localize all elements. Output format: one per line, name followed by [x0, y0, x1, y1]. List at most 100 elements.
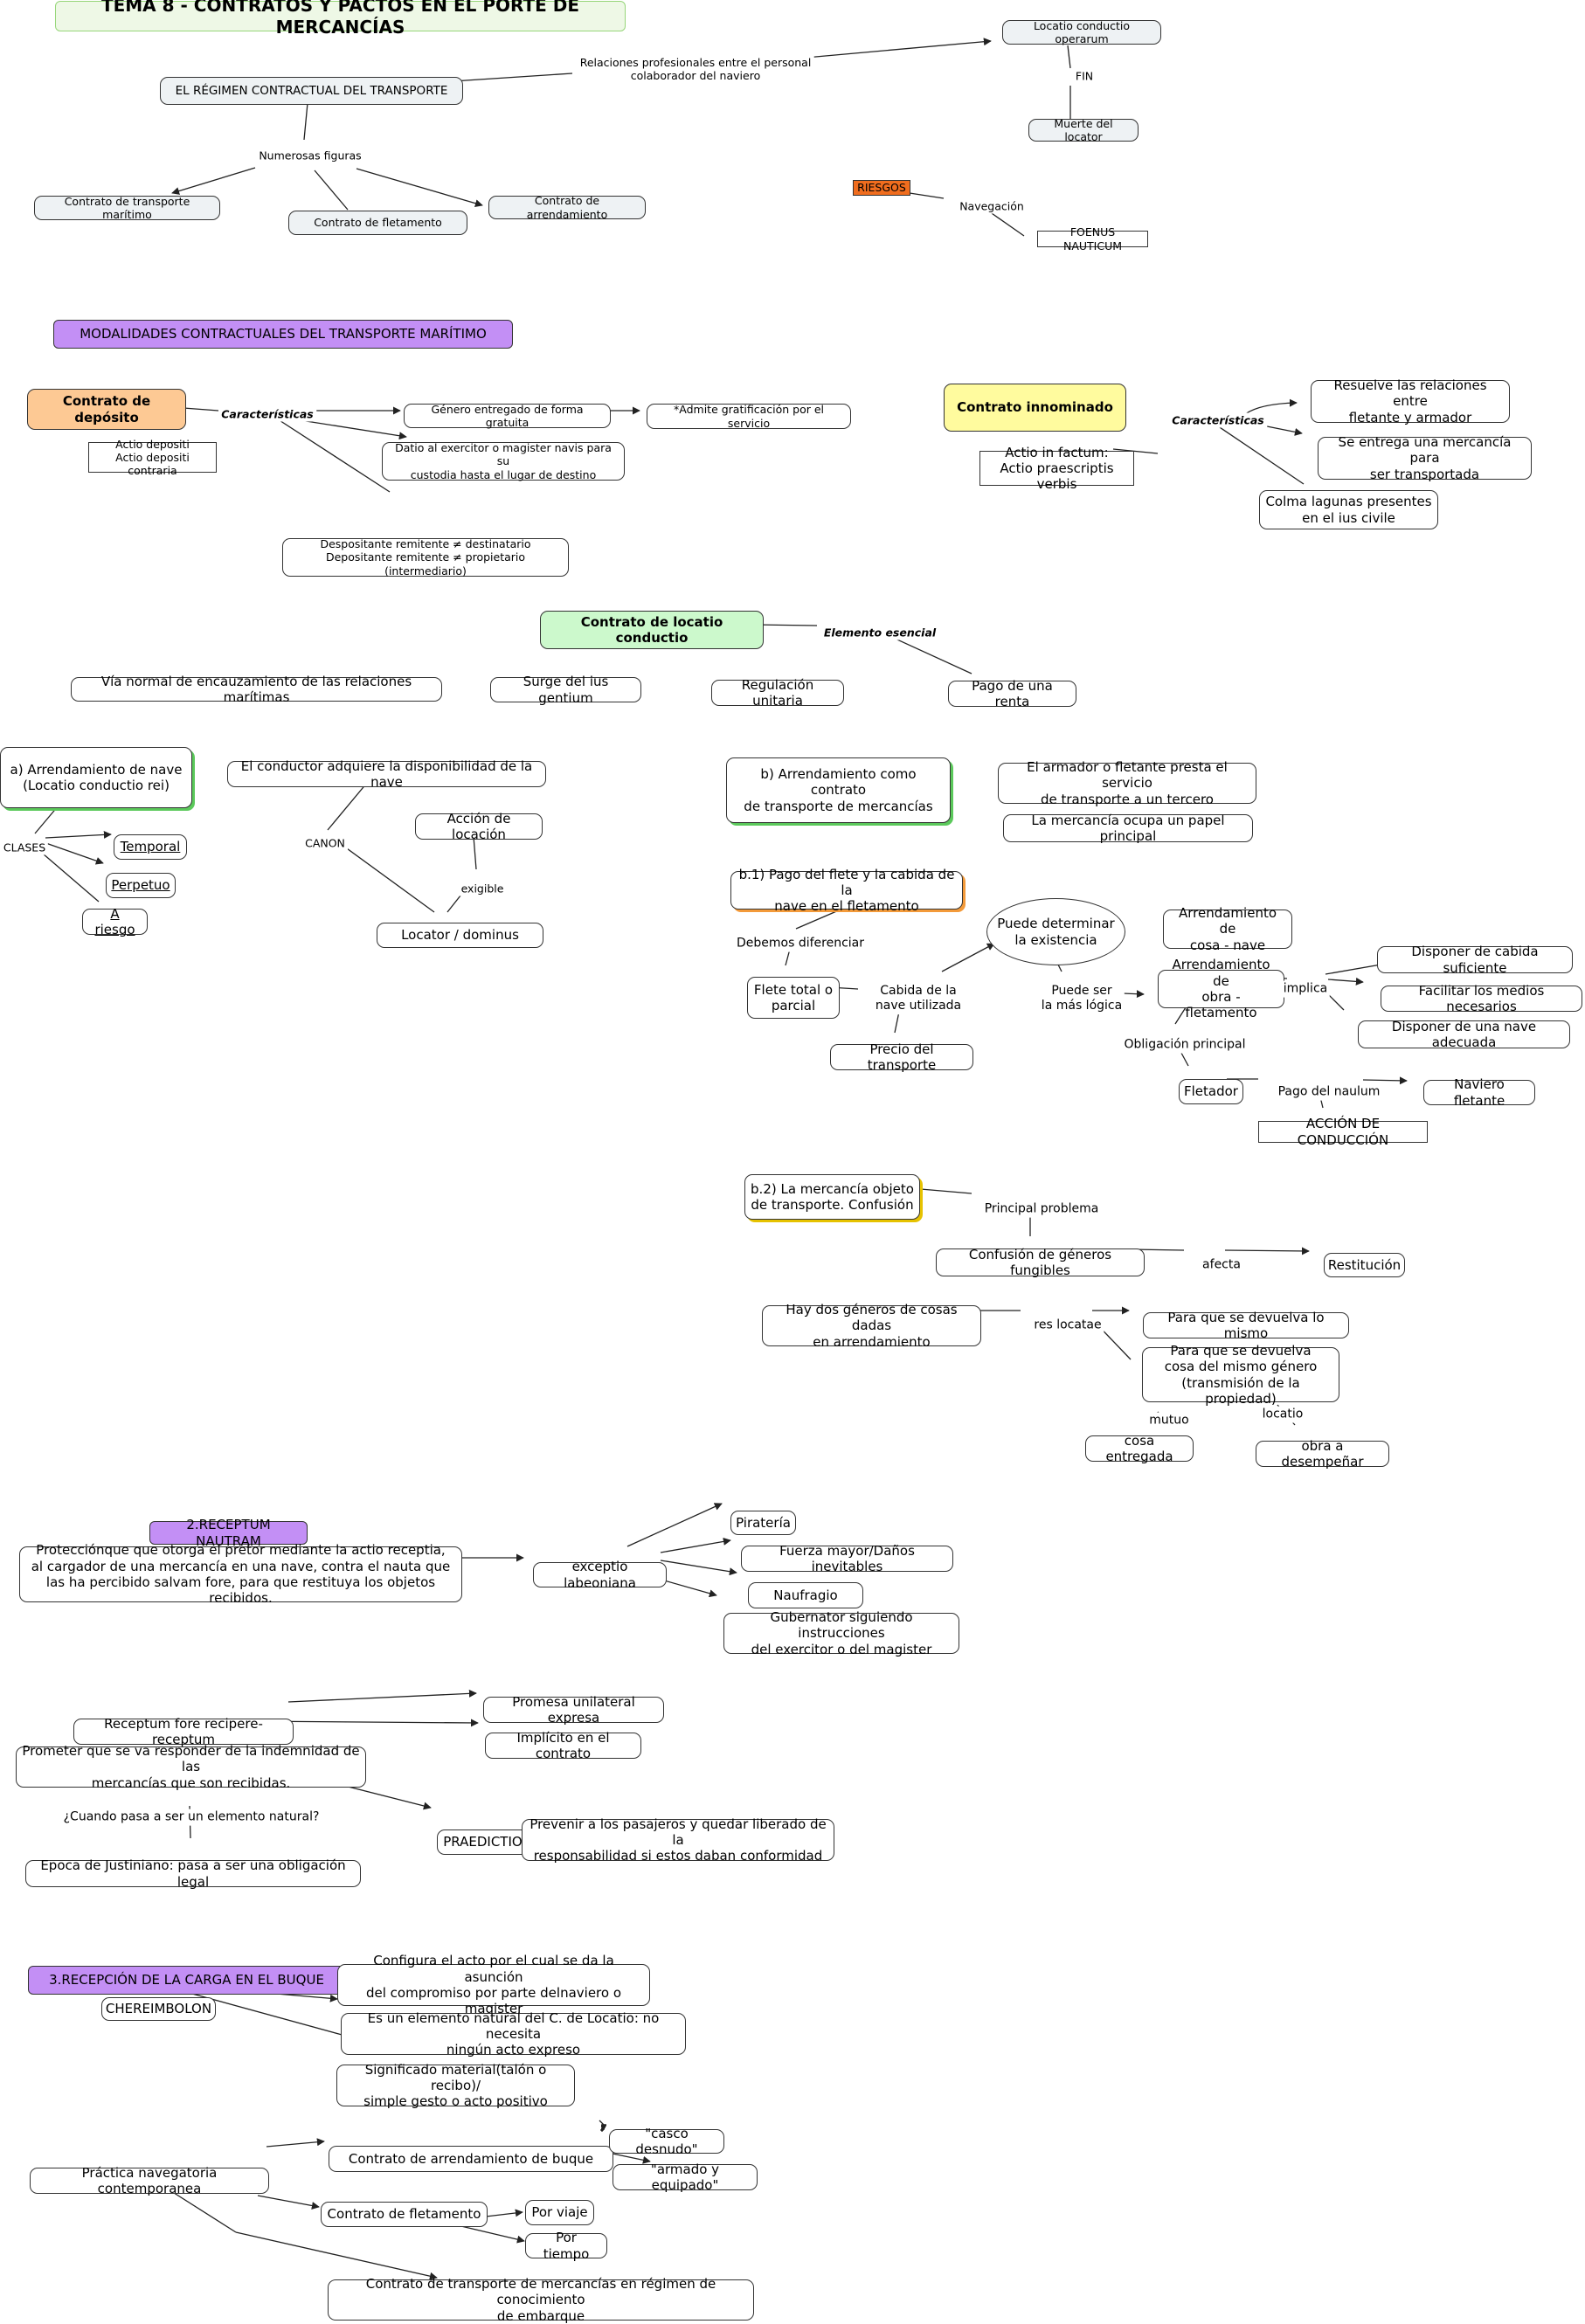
concept-configura[interactable]: Configura el acto por el cual se da la a…	[337, 1953, 650, 2016]
concept-disponer-cabida[interactable]: Disponer de cabida suficiente	[1377, 944, 1573, 976]
concept-arrendamiento-transporte[interactable]: b) Arrendamiento como contrato de transp…	[726, 757, 951, 823]
edge	[1327, 977, 1364, 986]
concept-por-viaje[interactable]: Por viaje	[525, 2200, 594, 2225]
edge-label-cabida-nave: Cabida de la nave utilizada	[872, 983, 965, 1014]
concept-por-tiempo[interactable]: Por tiempo	[525, 2230, 607, 2262]
concept-fletador[interactable]: Fletador	[1179, 1079, 1243, 1104]
concept-contrato-deposito[interactable]: Contrato de depósito	[27, 389, 186, 430]
concept-b1-pago-flete[interactable]: b.1) Pago del flete y la cabida de la na…	[730, 867, 963, 914]
edge-label-locatio: locatio	[1259, 1406, 1306, 1423]
concept-precio-transporte[interactable]: Precio del transporte	[830, 1041, 973, 1073]
edge	[626, 1503, 723, 1547]
concept-contrato-arrendamiento[interactable]: Contrato de arrendamiento	[488, 194, 646, 221]
concept-armador-presta[interactable]: El armador o fletante presta el servicio…	[998, 759, 1256, 807]
edge	[755, 624, 818, 626]
edge-label-res-locatae: res locatae	[1031, 1317, 1104, 1334]
edge-label-puede-ser: Puede ser la más lógica	[1038, 983, 1125, 1014]
concept-conocimiento-embarque[interactable]: Contrato de transporte de mercancías en …	[328, 2276, 754, 2324]
concept-devuelva-genero[interactable]: Para que se devuelva cosa del mismo géne…	[1142, 1343, 1339, 1407]
concept-foenus-nauticum[interactable]: FOENUS NAUTICUM	[1037, 225, 1148, 252]
concept-contrato-transporte-maritimo[interactable]: Contrato de transporte marítimo	[34, 195, 220, 221]
concept-contrato-fletamento[interactable]: Contrato de fletamento	[288, 211, 467, 235]
concept-despositante[interactable]: Despositante remitente ≠ destinatario De…	[282, 537, 569, 578]
concept-actio-depositi[interactable]: Actio depositi Actio depositi contraria	[88, 438, 217, 477]
concept-accion-locacion[interactable]: Acción de locación	[415, 811, 543, 842]
concept-prevenir[interactable]: Prevenir a los pasajeros y quedar libera…	[522, 1816, 834, 1864]
concept-arrendamiento-buque[interactable]: Contrato de arrendamiento de buque	[329, 2146, 613, 2172]
concept-perpetuo[interactable]: Perpetuo	[106, 873, 176, 898]
concept-naviero-fletante[interactable]: Naviero fletante	[1423, 1076, 1535, 1109]
concept-locator-dominus[interactable]: Locator / dominus	[377, 923, 543, 948]
concept-obra-desempenar[interactable]: obra a desempeñar	[1256, 1438, 1389, 1470]
edge	[612, 2153, 651, 2164]
concept-actio-in-factum[interactable]: Actio in factum: Actio praescriptis verb…	[979, 445, 1134, 492]
concept-b2-mercancia[interactable]: b.2) La mercancía objeto de transporte. …	[744, 1174, 920, 1220]
concept-significado[interactable]: Significado material(talón o recibo)/ si…	[336, 2062, 575, 2109]
edge	[1244, 398, 1298, 415]
concept-arrendamiento-obra[interactable]: Arrendamiento de obra - fletamento	[1158, 957, 1284, 1020]
concept-a-riesgo[interactable]: A riesgo	[82, 906, 148, 937]
edge	[660, 1560, 737, 1576]
concept-contrato-locatio-conductio[interactable]: Contrato de locatio conductio	[540, 611, 764, 649]
edge-label-mutuo: mutuo	[1146, 1412, 1192, 1429]
edge	[287, 1689, 477, 1703]
concept-justiniano[interactable]: Epoca de Justiniano: pasa a ser una obli…	[25, 1857, 361, 1890]
concept-muerte-locator[interactable]: Muerte del locator	[1028, 117, 1139, 143]
edge	[988, 211, 1025, 237]
edge	[910, 1187, 972, 1194]
section-receptum-nautram: 2.RECEPTUM NAUTRAM	[149, 1517, 308, 1549]
concept-riesgos[interactable]: RIESGOS	[853, 180, 910, 196]
concept-receptum-fore[interactable]: Receptum fore recipere-receptum	[73, 1716, 294, 1747]
edge	[303, 102, 308, 141]
concept-genero-gratuita[interactable]: Género entregado de forma gratuita	[404, 403, 611, 429]
concept-arrendamiento-nave[interactable]: a) Arrendamiento de nave (Locatio conduc…	[0, 747, 192, 808]
concept-contrato-innominado[interactable]: Contrato innominado	[944, 384, 1126, 432]
concept-chereimbolon[interactable]: CHEREIMBOLON	[101, 1997, 216, 2021]
concept-flete-total[interactable]: Flete total o parcial	[747, 977, 840, 1019]
concept-practica-navegatoria[interactable]: Práctica navegatoria contemporanea	[30, 2165, 269, 2196]
edge-label-implica: implica	[1280, 980, 1331, 998]
concept-temporal[interactable]: Temporal	[114, 834, 187, 860]
concept-exceptio-labeoniana[interactable]: exceptio labeoniana	[533, 1559, 667, 1591]
concept-implicito-contrato[interactable]: Implícito en el contrato	[485, 1730, 641, 1761]
concept-gubernator[interactable]: Gubernator siguiendo instrucciones del e…	[723, 1609, 959, 1657]
edge-label-caracteristicas-deposito: Características	[218, 406, 316, 422]
concept-praedictio[interactable]: PRAEDICTIO	[437, 1829, 529, 1855]
edge-label-clases: CLASES	[0, 840, 49, 855]
concept-naufragio[interactable]: Naufragio	[748, 1582, 863, 1608]
concept-puede-determinar[interactable]: Puede determinar la existencia	[986, 898, 1125, 965]
concept-elemento-natural[interactable]: Es un elemento natural del C. de Locatio…	[341, 2010, 686, 2058]
concept-arrendamiento-cosa[interactable]: Arrendamiento de cosa - nave	[1163, 905, 1292, 953]
concept-colma-lagunas[interactable]: Colma lagunas presentes en el ius civile	[1259, 490, 1438, 529]
concept-entrega-mercancia[interactable]: Se entrega una mercancía para ser transp…	[1318, 434, 1532, 482]
concept-confusion-generos[interactable]: Confusión de géneros fungibles	[936, 1247, 1145, 1278]
concept-gratificacion[interactable]: *Admite gratificación por el servicio	[647, 403, 851, 430]
concept-surge-ius-gentium[interactable]: Surge del ius gentium	[490, 674, 641, 706]
concept-accion-conduccion[interactable]: ACCIÓN DE CONDUCCIÓN	[1258, 1116, 1428, 1148]
concept-casco-desnudo[interactable]: "casco desnudo"	[609, 2126, 724, 2157]
concept-facilitar-medios[interactable]: Facilitar los medios necesarios	[1381, 983, 1582, 1014]
concept-disponer-nave[interactable]: Disponer de una nave adecuada	[1358, 1019, 1570, 1050]
concept-fuerza-mayor[interactable]: Fuerza mayor/Daños inevitables	[741, 1543, 953, 1574]
concept-regimen[interactable]: EL RÉGIMEN CONTRACTUAL DEL TRANSPORTE	[160, 77, 463, 105]
concept-prometer[interactable]: Prometer que se va responder de la indem…	[16, 1743, 366, 1791]
concept-pirateria[interactable]: Piratería	[730, 1511, 796, 1535]
concept-mercancia-papel[interactable]: La mercancía ocupa un papel principal	[1003, 813, 1253, 844]
concept-devuelva-mismo[interactable]: Para que se devuelva lo mismo	[1143, 1310, 1349, 1341]
concept-proteccion[interactable]: Protecciónque que otorga el pretor media…	[19, 1542, 462, 1606]
concept-pago-renta[interactable]: Pago de una renta	[948, 678, 1076, 709]
concept-contrato-fletamento-bottom[interactable]: Contrato de fletamento	[321, 2202, 488, 2227]
concept-resuelve-relaciones[interactable]: Resuelve las relaciones entre fletante y…	[1311, 377, 1510, 425]
concept-datio[interactable]: Datio al exercitor o magister navis para…	[382, 441, 625, 481]
concept-restitucion[interactable]: Restitución	[1324, 1253, 1405, 1277]
concept-regulacion-unitaria[interactable]: Regulación unitaria	[711, 677, 844, 709]
concept-conductor-adquiere[interactable]: El conductor adquiere la disponibilidad …	[227, 758, 546, 790]
concept-cosa-entregada[interactable]: cosa entregada	[1085, 1433, 1194, 1464]
concept-armado-equipado[interactable]: "armado y equipado"	[613, 2161, 758, 2193]
concept-promesa-unilateral[interactable]: Promesa unilateral expresa	[483, 1694, 664, 1726]
edge	[171, 167, 256, 195]
concept-via-normal[interactable]: Vía normal de encauzamiento de las relac…	[71, 674, 442, 705]
concept-locatio-operarum[interactable]: Locatio conductio operarum	[1002, 19, 1161, 45]
edge-label-pago-naulum: Pago del naulum	[1275, 1083, 1383, 1101]
concept-dos-generos[interactable]: Hay dos géneros de cosas dadas en arrend…	[762, 1302, 981, 1350]
